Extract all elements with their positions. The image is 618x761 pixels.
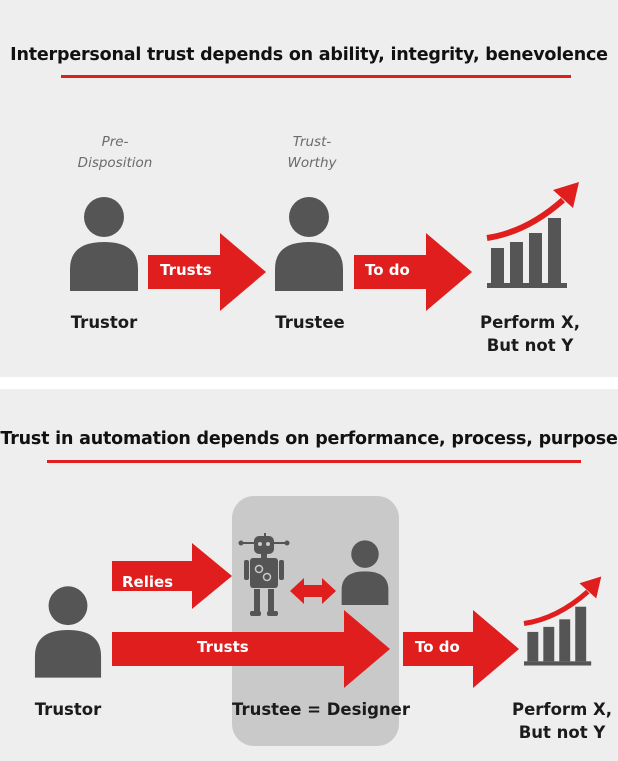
- title-underline: [61, 75, 571, 78]
- growth-chart-icon: [523, 576, 602, 666]
- interpersonal-trust-title: Interpersonal trust depends on ability, …: [10, 45, 608, 65]
- trustee-label: Trustee: [275, 313, 345, 332]
- trusts-arrow: [148, 233, 266, 311]
- title-underline: [47, 460, 581, 463]
- to-do-arrow: [403, 610, 519, 688]
- but-not-y-label: But not Y: [486, 336, 574, 355]
- growth-chart-icon: [486, 182, 579, 288]
- trust-worthy-label: Trust- Worthy: [287, 134, 337, 171]
- trusts-arrow-label: Trusts: [197, 638, 249, 656]
- trustor-label: Trustor: [70, 313, 138, 332]
- to-do-arrow: [354, 233, 472, 311]
- to-do-arrow-label: To do: [415, 638, 460, 656]
- interpersonal-trust-panel: Interpersonal trust depends on ability, …: [0, 0, 618, 377]
- but-not-y-label: But not Y: [518, 723, 606, 742]
- trusts-arrow-label: Trusts: [160, 261, 212, 279]
- trustee-person-icon: [275, 197, 343, 291]
- perform-x-label: Perform X,: [480, 313, 580, 332]
- automation-trust-title: Trust in automation depends on performan…: [0, 429, 618, 449]
- pre-disposition-label: Pre- Disposition: [77, 134, 153, 171]
- perform-x-label: Perform X,: [512, 700, 612, 719]
- trustor-label: Trustor: [34, 700, 102, 719]
- double-arrow-icon: [290, 578, 336, 604]
- to-do-arrow-label: To do: [365, 261, 410, 279]
- trustor-person-icon: [70, 197, 138, 291]
- trusts-arrow: [112, 610, 390, 688]
- trustee-designer-label: Trustee = Designer: [232, 700, 410, 719]
- relies-arrow: [112, 543, 232, 609]
- designer-person-icon: [341, 540, 389, 605]
- robot-icon: [238, 533, 290, 616]
- trustor-person-icon: [34, 586, 102, 678]
- automation-trust-panel: Trust in automation depends on performan…: [0, 389, 618, 761]
- relies-arrow-label: Relies: [122, 573, 174, 591]
